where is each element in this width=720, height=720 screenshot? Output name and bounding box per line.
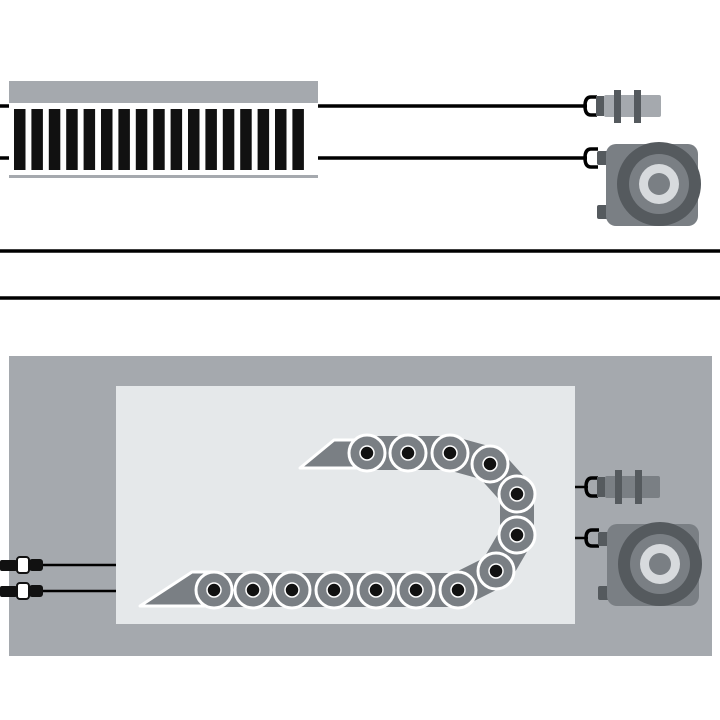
flat-cable-segment: [292, 109, 304, 170]
flat-cable-segment: [222, 109, 235, 170]
flat-cable-segment: [188, 109, 200, 170]
flat-cable-segment: [31, 109, 43, 170]
proximity-sensor-icon: [584, 470, 660, 504]
chain-link-pin: [368, 582, 384, 598]
flat-cable-segment: [153, 109, 165, 170]
chain-link-pin: [509, 486, 525, 502]
proximity-sensor-icon: [583, 90, 661, 123]
chain-link-pin: [284, 582, 300, 598]
chain-link-pin: [482, 456, 498, 472]
chain-link-pin: [408, 582, 424, 598]
upper-flat-cable-assembly: [0, 81, 701, 226]
flat-cable-segment: [66, 109, 78, 170]
flat-cable-segment: [170, 109, 183, 170]
chain-link-pin: [326, 582, 342, 598]
flat-cable-segment: [14, 109, 26, 170]
cable-plug-icon: [0, 582, 43, 600]
chain-link-pin: [509, 527, 525, 543]
flat-cable-segment: [101, 109, 113, 170]
flat-cable-segment: [83, 109, 96, 170]
flat-cable-segment: [257, 109, 270, 170]
chain-link-pin: [206, 582, 222, 598]
chain-link-pin: [442, 445, 458, 461]
flat-cable-segment: [135, 109, 148, 170]
rotary-encoder-icon: [583, 142, 701, 226]
flat-cable-segment: [48, 109, 61, 170]
chain-link-pin: [359, 445, 375, 461]
flat-cable-segment: [240, 109, 252, 170]
rotary-encoder-icon: [584, 522, 702, 606]
chain-link-pin: [400, 445, 416, 461]
drag-chain: [138, 433, 537, 610]
cable-plug-icon: [0, 556, 43, 574]
chain-link-pin: [245, 582, 261, 598]
chain-link-pin: [450, 582, 466, 598]
flat-cable-segment: [118, 109, 130, 170]
lower-drag-chain-assembly: [0, 356, 712, 656]
flat-cable-segments: [14, 109, 304, 170]
flat-cable-segment: [205, 109, 217, 170]
chain-link-pin: [488, 563, 504, 579]
flat-cable-segment: [275, 109, 287, 170]
